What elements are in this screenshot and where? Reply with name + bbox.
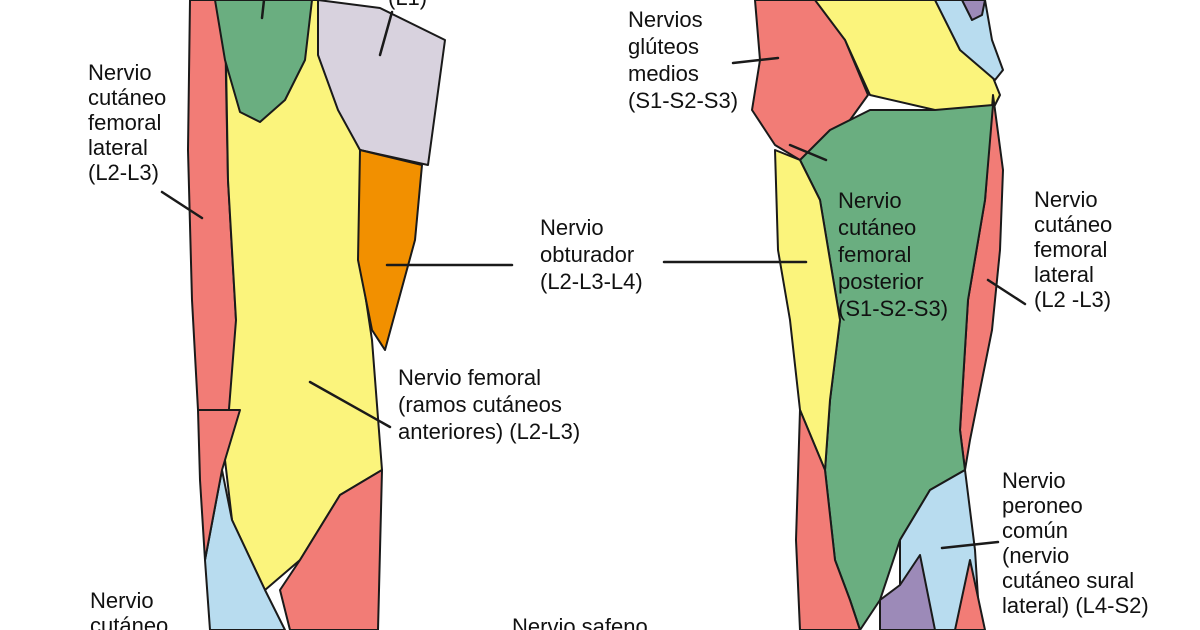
leader-line-green-fragment bbox=[260, 0, 266, 20]
right-leg-yellow-left-strip bbox=[774, 149, 841, 471]
label-saphenous: Nervio safeno bbox=[512, 614, 648, 630]
label-cutaneous-lateral-right: Nervio cutáneo femoral lateral (L2 -L3) bbox=[1034, 187, 1113, 312]
right-leg-red-lower-left bbox=[795, 409, 861, 630]
label-cutaneous-posterior: Nervio cutáneo femoral posterior (S1-S2-… bbox=[838, 188, 949, 321]
label-femoral: Nervio femoral (ramos cutáneos anteriore… bbox=[398, 365, 581, 444]
left-leg-knee-red-right bbox=[279, 469, 383, 630]
left-leg-obturator-region bbox=[357, 149, 423, 351]
leader-line-lateral-left bbox=[160, 190, 204, 220]
right-leg-blue-top bbox=[934, 0, 1004, 81]
label-l1-fragment: (L1) bbox=[388, 0, 427, 11]
label-cutaneous-bottom-left: Nervio cutáneo bbox=[90, 588, 169, 630]
label-peroneal: Nervio peroneo común (nervio cutáneo sur… bbox=[1002, 468, 1149, 618]
leader-line-lateral-right bbox=[986, 278, 1027, 306]
leader-line-gluteal bbox=[731, 56, 780, 65]
leader-line-femoral bbox=[308, 380, 392, 429]
label-gluteal: Nervios glúteos medios (S1-S2-S3) bbox=[628, 7, 739, 113]
right-leg-purple-top bbox=[961, 0, 986, 21]
label-cutaneous-lateral-left: Nervio cutáneo femoral lateral (L2-L3) bbox=[88, 60, 167, 185]
right-leg-red-lower-right bbox=[954, 559, 986, 630]
left-leg-lateral-cutaneous-lower bbox=[197, 409, 241, 561]
leader-line-l1-fragment bbox=[378, 10, 394, 57]
left-leg-green-region bbox=[214, 0, 313, 123]
label-obturator: Nervio obturador (L2-L3-L4) bbox=[540, 215, 643, 294]
leader-line-gluteal-lower bbox=[788, 143, 828, 162]
right-leg-purple-lower bbox=[879, 554, 936, 630]
leader-line-peroneal bbox=[940, 540, 1000, 550]
